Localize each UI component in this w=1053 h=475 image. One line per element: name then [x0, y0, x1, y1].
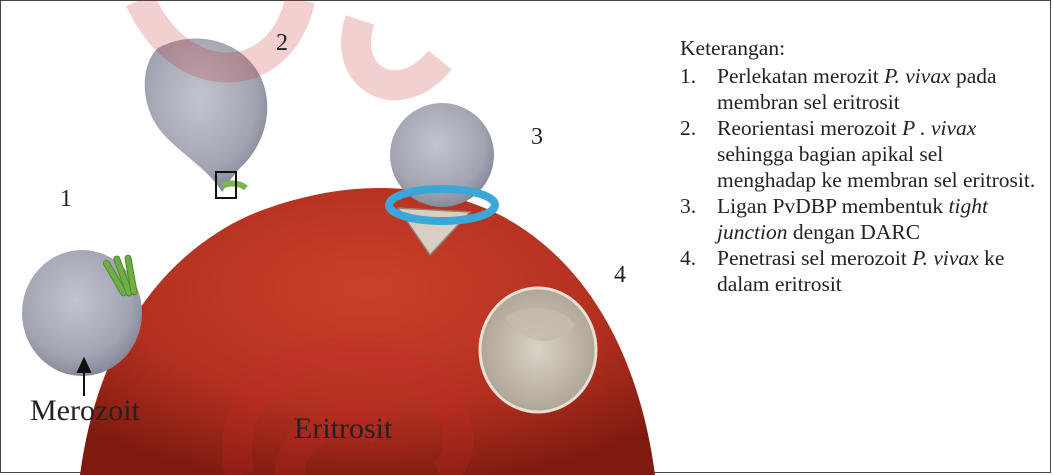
legend-index: 4. — [680, 245, 696, 271]
legend-title: Keterangan: — [680, 35, 1045, 61]
legend-index: 2. — [680, 115, 696, 141]
species-name: P. — [912, 246, 928, 270]
legend: Keterangan: 1. Perlekatan merozit P. viv… — [680, 35, 1045, 297]
legend-item-1: 1. Perlekatan merozit P. vivax pada memb… — [680, 63, 1045, 115]
step-number-1: 1 — [60, 186, 72, 213]
legend-item-2: 2. Reorientasi merozoit P . vivax sehing… — [680, 115, 1045, 193]
legend-text: sehingga bagian apikal sel menghadap ke … — [717, 142, 1035, 192]
species-name: vivax — [933, 246, 978, 270]
legend-text: Reorientasi merozoit — [717, 116, 902, 140]
merozoite-1 — [22, 250, 142, 376]
step-number-4: 4 — [614, 262, 626, 289]
legend-text: Penetrasi sel merozoit — [717, 246, 912, 270]
legend-item-4: 4. Penetrasi sel merozoit P. vivax ke da… — [680, 245, 1045, 297]
merozoit-label: Merozoit — [30, 394, 140, 428]
step-number-2: 2 — [276, 30, 288, 57]
species-name: P. vivax — [884, 64, 950, 88]
legend-index: 3. — [680, 193, 696, 219]
legend-index: 1. — [680, 63, 696, 89]
legend-text: dengan DARC — [787, 220, 920, 244]
legend-list: 1. Perlekatan merozit P. vivax pada memb… — [680, 63, 1045, 297]
species-name: vivax — [931, 116, 976, 140]
step-number-3: 3 — [531, 124, 543, 151]
merozoite-4-vacuole — [480, 288, 596, 412]
legend-item-3: 3. Ligan PvDBP membentuk tight junction … — [680, 193, 1045, 245]
legend-text: Perlekatan merozit — [717, 64, 884, 88]
species-name: P . — [902, 116, 926, 140]
eritrosit-label: Eritrosit — [294, 412, 392, 446]
legend-text: Ligan PvDBP membentuk — [717, 194, 949, 218]
